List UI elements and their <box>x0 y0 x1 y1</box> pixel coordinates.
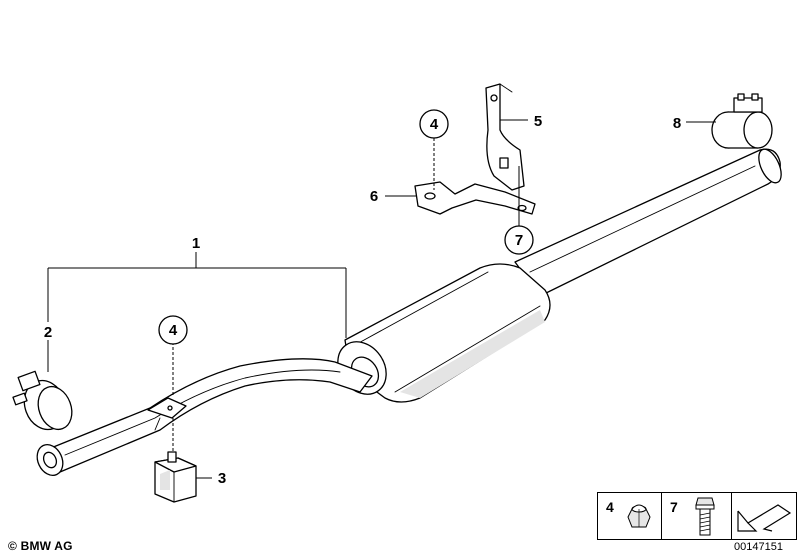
callout-4-upper: 4 <box>430 116 439 133</box>
callout-1: 1 <box>192 235 200 252</box>
rear-pipe <box>514 148 782 297</box>
callout-circle-7 <box>504 225 534 255</box>
rubber-mount <box>154 451 197 503</box>
legend-cell-arrow <box>732 493 796 539</box>
legend-cell-nut: 4 <box>598 493 662 539</box>
callout-6: 6 <box>370 188 378 205</box>
pipe-clamp-left <box>12 370 73 431</box>
callout-7: 7 <box>515 232 523 249</box>
legend-cell-bolt: 7 <box>662 493 732 539</box>
pipe-hanger-bracket <box>147 397 187 431</box>
leader-lines <box>47 119 716 479</box>
callout-5: 5 <box>534 113 542 130</box>
pipe-clamp-right <box>711 93 773 149</box>
front-pipe <box>36 358 373 477</box>
parts-legend: 4 7 <box>597 492 797 540</box>
callout-3: 3 <box>218 470 226 487</box>
direction-arrow-icon <box>737 504 792 532</box>
legend-label-4: 4 <box>606 499 614 515</box>
support-bracket <box>414 181 536 215</box>
callout-8: 8 <box>673 115 681 132</box>
mounting-strap <box>485 83 525 191</box>
bolt-icon <box>695 497 715 536</box>
callout-circle-4-lower <box>158 315 188 345</box>
callout-2: 2 <box>44 324 52 341</box>
diagram-part-number: 00147151 <box>734 541 783 553</box>
callout-circle-4-upper <box>419 109 449 139</box>
legend-label-7: 7 <box>670 499 678 515</box>
copyright-text: © BMW AG <box>8 539 73 553</box>
hex-nut-icon <box>627 504 651 528</box>
callout-4-lower: 4 <box>169 322 178 339</box>
center-muffler <box>337 263 551 403</box>
